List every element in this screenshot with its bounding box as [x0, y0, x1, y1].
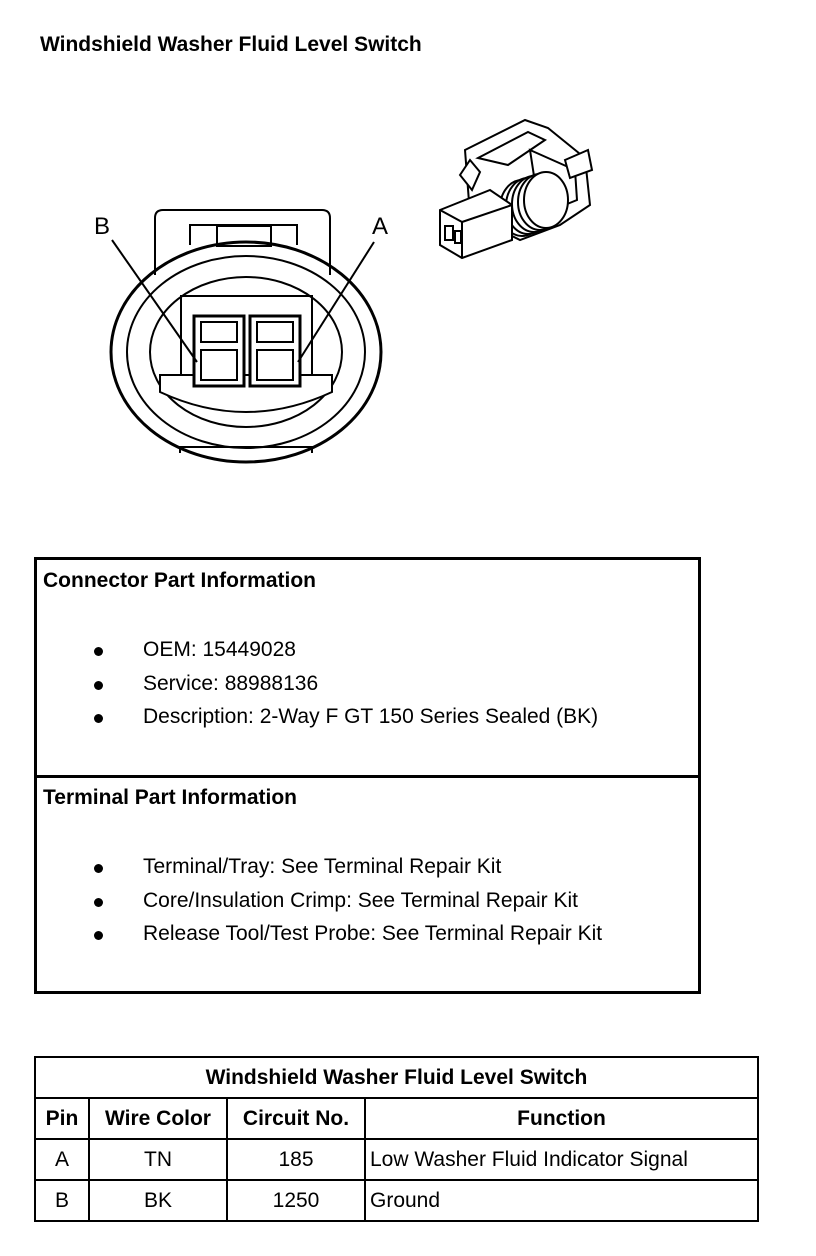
- table-row: B BK 1250 Ground: [34, 1179, 760, 1222]
- bullet-icon: [94, 647, 103, 656]
- bullet-icon: [94, 931, 103, 940]
- bullet-icon: [94, 680, 103, 690]
- table-header-row: Pin Wire Color Circuit No. Function: [34, 1097, 760, 1140]
- function-cell: Ground: [363, 1179, 760, 1222]
- connector-latch: [154, 209, 331, 275]
- label-a: A: [372, 213, 388, 240]
- pin-cell: A: [34, 1138, 90, 1181]
- part-info-box: Connector Part Information OEM: 15449028…: [34, 557, 701, 994]
- column-header: Wire Color: [88, 1097, 228, 1140]
- pinout-table: Windshield Washer Fluid Level Switch Pin…: [33, 1056, 760, 1222]
- table-caption: Windshield Washer Fluid Level Switch: [33, 1056, 760, 1099]
- bullet-icon: [94, 897, 103, 907]
- connector-info-heading: Connector Part Information: [43, 569, 317, 592]
- wire-color-cell: BK: [88, 1179, 228, 1222]
- function-cell: Low Washer Fluid Indicator Signal: [363, 1138, 760, 1181]
- bullet-icon: [94, 714, 103, 723]
- table-row: A TN 185 Low Washer Fluid Indicator Sign…: [34, 1138, 760, 1181]
- connector-diagram: B A: [94, 118, 594, 464]
- bullet-icon: [94, 864, 103, 873]
- circuit-cell: 185: [226, 1138, 366, 1181]
- column-header: Pin: [34, 1097, 90, 1140]
- wire-color-cell: TN: [88, 1138, 228, 1181]
- terminal-part-info: Terminal Part Information Terminal/Tray:…: [43, 786, 603, 945]
- leader-b: [111, 239, 198, 363]
- pin-cell: B: [34, 1179, 90, 1222]
- leader-a: [297, 241, 375, 363]
- column-header: Function: [363, 1097, 760, 1140]
- connector-part-info: Connector Part Information OEM: 15449028…: [37, 560, 698, 778]
- connector-housing: [109, 240, 383, 464]
- page-title: Windshield Washer Fluid Level Switch: [40, 33, 422, 56]
- column-header: Circuit No.: [226, 1097, 366, 1140]
- connector-isometric: [439, 118, 594, 260]
- terminal-info-heading: Terminal Part Information: [43, 786, 297, 809]
- label-b: B: [94, 213, 110, 240]
- circuit-cell: 1250: [226, 1179, 366, 1222]
